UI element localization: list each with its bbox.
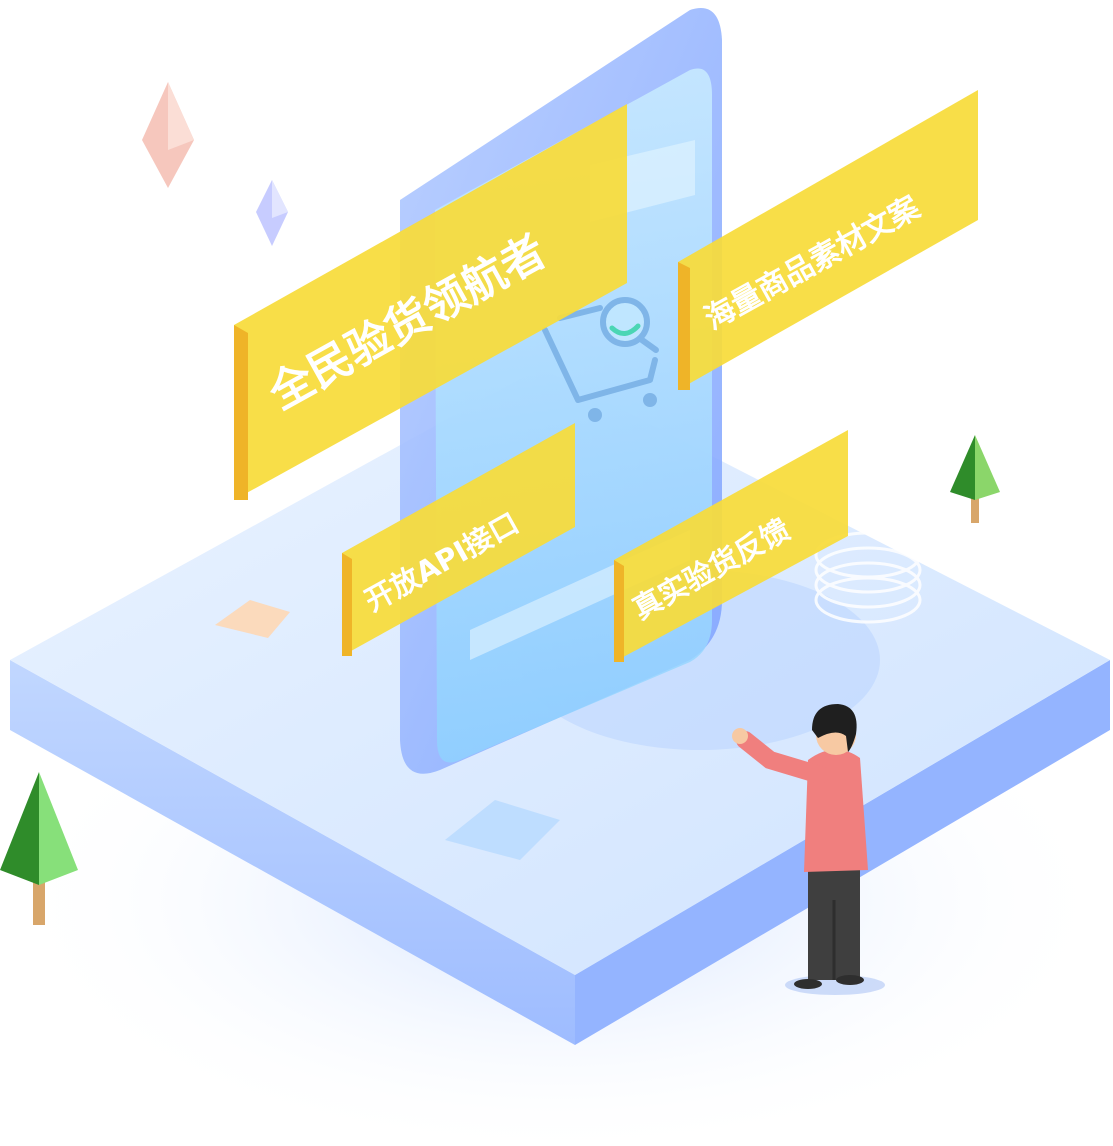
phone <box>400 8 722 774</box>
ring-stack-icon <box>814 531 922 624</box>
crystal-icon <box>142 82 194 188</box>
shopping-cart-icon <box>542 305 658 422</box>
magnifier-icon <box>600 297 659 353</box>
platform-side-left <box>10 660 575 1045</box>
tree-icon <box>950 435 1000 523</box>
crystal-icon <box>256 180 288 246</box>
person-hair <box>812 704 857 752</box>
paper-orange <box>215 600 290 638</box>
label-materials: 海量商品素材文案 <box>678 90 978 390</box>
paper-blue <box>445 800 560 860</box>
person-arm <box>736 731 829 784</box>
tree-icon <box>0 772 78 925</box>
person <box>732 704 885 995</box>
